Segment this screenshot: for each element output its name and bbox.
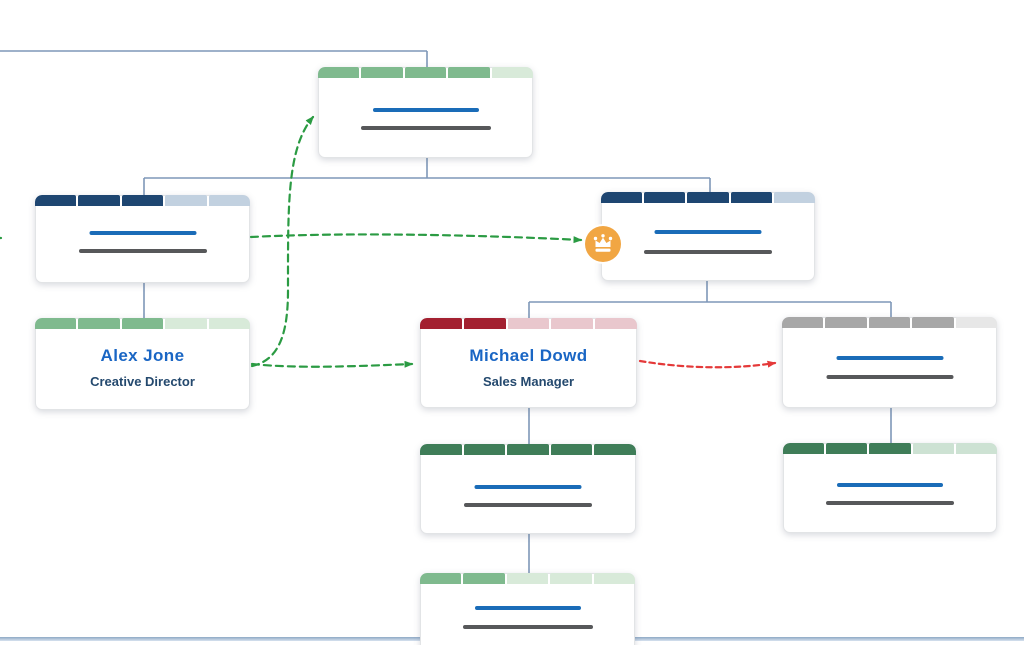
header-segment <box>551 318 594 329</box>
title-placeholder-line <box>78 249 207 253</box>
name-placeholder-line <box>89 231 196 235</box>
node-right-manager[interactable] <box>585 192 815 281</box>
node-sales-report-1[interactable] <box>420 444 636 534</box>
name-placeholder-line <box>474 485 582 489</box>
name-placeholder-line <box>837 483 943 487</box>
employee-job-title: Sales Manager <box>482 374 575 389</box>
header-segment <box>550 444 593 455</box>
node-sales-report-2[interactable] <box>420 573 635 645</box>
header-segment <box>420 444 462 455</box>
name-placeholder-line <box>372 108 479 112</box>
header-segment <box>912 317 954 328</box>
header-segment <box>491 67 533 78</box>
header-segment <box>121 318 164 329</box>
title-placeholder-line <box>826 501 954 505</box>
employee-name: Alex Jone <box>100 346 185 365</box>
header-segment <box>361 67 403 78</box>
header-segment <box>825 317 867 328</box>
header-color-strip <box>420 444 636 455</box>
header-segment <box>826 443 868 454</box>
header-segment <box>420 318 462 329</box>
header-segment <box>955 443 997 454</box>
name-placeholder-line <box>654 230 762 234</box>
header-color-strip <box>35 195 250 206</box>
header-color-strip <box>601 192 815 203</box>
title-placeholder-line <box>462 625 593 629</box>
header-segment <box>507 444 549 455</box>
header-segment <box>783 443 825 454</box>
header-segment <box>35 195 77 206</box>
header-segment <box>912 443 954 454</box>
header-segment <box>463 573 505 584</box>
title-placeholder-line <box>826 375 953 379</box>
header-segment <box>773 192 815 203</box>
node-left-manager[interactable] <box>35 195 250 283</box>
header-segment <box>550 573 592 584</box>
header-segment <box>420 573 462 584</box>
name-placeholder-line <box>474 606 581 610</box>
header-segment <box>404 67 447 78</box>
header-segment <box>594 444 636 455</box>
header-segment <box>955 317 997 328</box>
node-gray-report-1[interactable] <box>783 443 997 533</box>
header-segment <box>463 318 506 329</box>
header-segment <box>868 317 911 328</box>
header-segment <box>507 318 550 329</box>
header-segment <box>448 67 490 78</box>
header-color-strip <box>35 318 250 329</box>
header-segment <box>78 318 120 329</box>
title-placeholder-line <box>644 250 772 254</box>
header-color-strip <box>318 67 533 78</box>
crown-badge-icon <box>585 226 621 262</box>
header-color-strip <box>783 443 997 454</box>
header-segment <box>121 195 164 206</box>
header-segment <box>35 318 77 329</box>
header-segment <box>318 67 360 78</box>
header-color-strip <box>420 318 637 329</box>
header-segment <box>78 195 120 206</box>
header-segment <box>644 192 686 203</box>
header-segment <box>601 192 643 203</box>
header-segment <box>208 195 250 206</box>
name-placeholder-line <box>836 356 943 360</box>
title-placeholder-line <box>360 126 491 130</box>
header-segment <box>595 318 637 329</box>
node-gray-peer[interactable] <box>782 317 997 408</box>
title-placeholder-line <box>464 503 592 507</box>
header-segment <box>506 573 549 584</box>
header-segment <box>687 192 729 203</box>
header-color-strip <box>420 573 635 584</box>
header-segment <box>869 443 911 454</box>
node-top-manager[interactable] <box>318 67 533 158</box>
header-segment <box>593 573 635 584</box>
header-color-strip <box>782 317 997 328</box>
header-segment <box>208 318 250 329</box>
employee-job-title: Creative Director <box>90 374 195 389</box>
header-segment <box>165 318 207 329</box>
employee-name: Michael Dowd <box>469 346 588 365</box>
header-segment <box>165 195 207 206</box>
header-segment <box>782 317 824 328</box>
header-segment <box>730 192 772 203</box>
header-segment <box>463 444 506 455</box>
